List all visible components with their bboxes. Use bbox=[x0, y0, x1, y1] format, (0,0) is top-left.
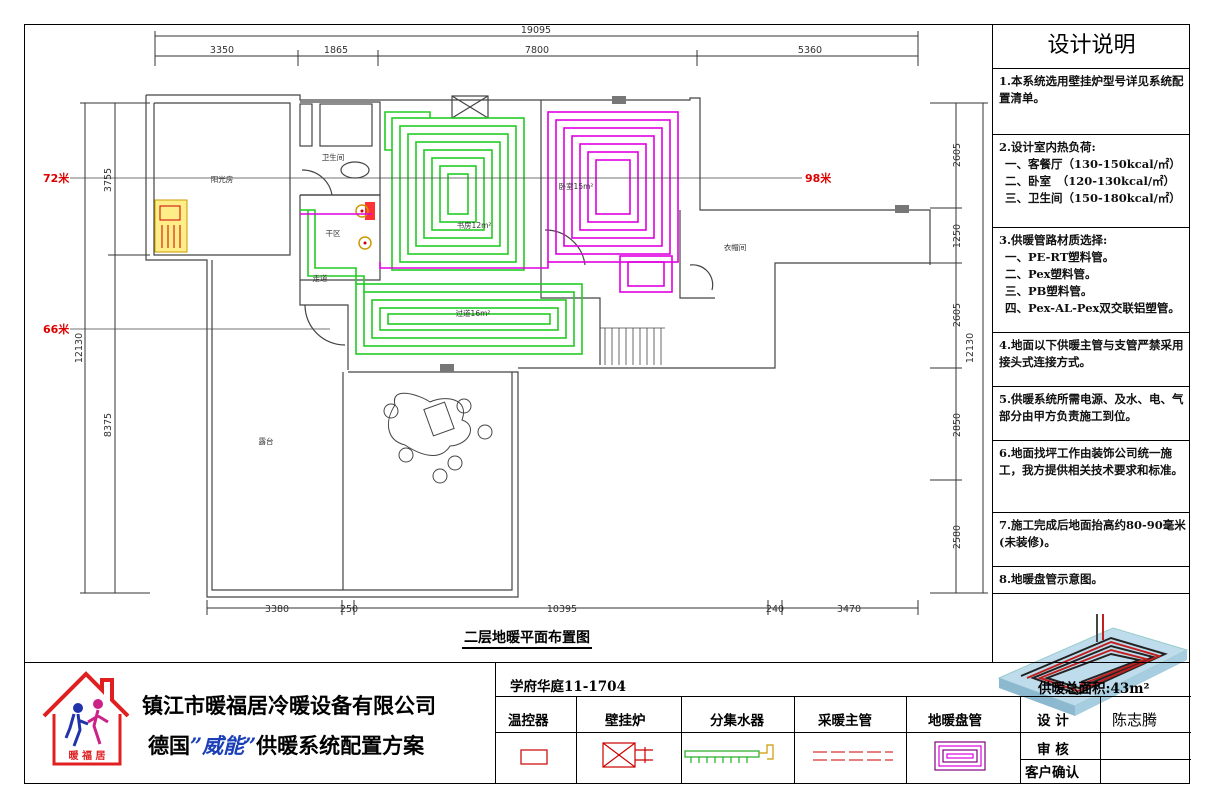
dim-top-4: 5360 bbox=[798, 45, 822, 56]
customer-confirm-label: 客户确认 bbox=[1025, 765, 1079, 781]
room-dry-area: 干区 bbox=[326, 229, 341, 238]
company-name: 镇江市暖福居冷暖设备有限公司 bbox=[142, 693, 436, 718]
dim-bottom-3: 10395 bbox=[547, 604, 577, 615]
designer-name: 陈志腾 bbox=[1112, 711, 1158, 729]
pipe-length-98: 98米 bbox=[805, 171, 832, 185]
thermostat-symbol-icon bbox=[520, 749, 548, 765]
room-hall: 过道16m² bbox=[456, 308, 491, 318]
floor-plan: 19095 3350 1865 7800 5360 3380 250 10395… bbox=[43, 25, 988, 615]
terrace-furniture bbox=[383, 392, 493, 484]
dim-right-2: 1250 bbox=[952, 224, 963, 248]
brand-name: ”威能” bbox=[190, 733, 257, 758]
note-3: 3.供暖管路材质选择: 一、PE-RT塑料管。 二、Pex塑料管。 三、PB塑料… bbox=[993, 228, 1190, 333]
dim-top-3: 7800 bbox=[525, 45, 549, 56]
room-terrace: 露台 bbox=[259, 436, 274, 446]
review-label: 审 核 bbox=[1037, 742, 1069, 758]
floor-coil-illustration bbox=[997, 614, 1189, 716]
manifold-symbol-icon bbox=[684, 744, 774, 763]
legend-symbols bbox=[520, 741, 986, 771]
design-notes-panel: 设计说明 1.本系统选用壁挂炉型号详见系统配置清单。 2.设计室内热负荷: 一、… bbox=[992, 24, 1190, 716]
dim-right-5: 2580 bbox=[952, 525, 963, 549]
dim-top-1: 3350 bbox=[210, 45, 234, 56]
design-label: 设 计 bbox=[1037, 713, 1069, 729]
room-corridor: 走道 bbox=[313, 273, 328, 283]
legend-manifold-label: 分集水器 bbox=[710, 713, 764, 729]
legend-thermostat-label: 温控器 bbox=[508, 713, 549, 729]
legend-boiler-label: 壁挂炉 bbox=[605, 713, 646, 729]
pipe-length-72: 72米 bbox=[43, 171, 70, 185]
dim-right-total: 12130 bbox=[965, 333, 976, 363]
scheme-title: 德国”威能”供暖系统配置方案 bbox=[148, 733, 425, 758]
note-1: 1.本系统选用壁挂炉型号详见系统配置清单。 bbox=[993, 69, 1190, 135]
note-4: 4.地面以下供暖主管与支管严禁采用接头式连接方式。 bbox=[993, 333, 1190, 387]
dim-left-total: 12130 bbox=[74, 333, 85, 363]
dim-bottom-4: 240 bbox=[766, 604, 784, 615]
note-2: 2.设计室内热负荷: 一、客餐厅（130-150kcal/㎡） 二、卧室 （12… bbox=[993, 135, 1190, 228]
note-8: 8.地暖盘管示意图。 bbox=[993, 567, 1190, 594]
logo-text: 暖 福 居 bbox=[69, 749, 106, 762]
dim-right-4: 2850 bbox=[952, 413, 963, 437]
room-bathroom: 卫生间 bbox=[322, 152, 345, 162]
dim-right-3: 2605 bbox=[952, 303, 963, 327]
note-6: 6.地面找坪工作由装饰公司统一施工，我方提供相关技术要求和标准。 bbox=[993, 441, 1190, 513]
dim-left-1: 3755 bbox=[103, 168, 114, 192]
project-info-grid bbox=[495, 662, 1191, 784]
company-logo-icon: 暖 福 居 bbox=[42, 671, 130, 766]
legend-main-pipe-label: 采暖主管 bbox=[818, 713, 872, 729]
room-sunroom: 阳光房 bbox=[211, 174, 234, 184]
heating-area: 供暖总面积:43m² bbox=[1038, 681, 1150, 697]
bedroom-heating-loop bbox=[300, 111, 679, 293]
note-5: 5.供暖系统所需电源、及水、电、气部分由甲方负责施工到位。 bbox=[993, 387, 1190, 441]
room-bedroom: 卧室15m² bbox=[559, 181, 594, 191]
dim-right-1: 2605 bbox=[952, 143, 963, 167]
title-block bbox=[24, 662, 1190, 784]
dim-top-total: 19095 bbox=[521, 25, 551, 36]
pipe-length-66: 66米 bbox=[43, 322, 70, 336]
dim-left-2: 8375 bbox=[103, 413, 114, 437]
plan-title: 二层地暖平面布置图 bbox=[462, 627, 592, 649]
dim-bottom-1: 3380 bbox=[265, 604, 289, 615]
room-study: 书房12m² bbox=[457, 220, 492, 230]
hall-heating-loop bbox=[300, 209, 583, 355]
room-wardrobe: 衣帽间 bbox=[724, 242, 747, 252]
drawing-frame bbox=[24, 24, 1190, 784]
study-heating-loop bbox=[384, 111, 525, 271]
boiler-unit bbox=[154, 199, 188, 253]
dim-bottom-5: 3470 bbox=[837, 604, 861, 615]
boiler-symbol-icon bbox=[602, 742, 653, 768]
design-notes-title: 设计说明 bbox=[993, 24, 1190, 69]
project-name: 学府华庭11-1704 bbox=[510, 679, 626, 695]
floor-coil-symbol-icon bbox=[934, 741, 986, 771]
dim-bottom-2: 250 bbox=[340, 604, 358, 615]
note-7: 7.施工完成后地面抬高约80-90毫米(未装修)。 bbox=[993, 513, 1190, 567]
dim-top-2: 1865 bbox=[324, 45, 348, 56]
manifold bbox=[355, 202, 375, 250]
legend-floor-coil-label: 地暖盘管 bbox=[928, 713, 982, 729]
main-pipe-symbol-icon bbox=[813, 751, 893, 761]
